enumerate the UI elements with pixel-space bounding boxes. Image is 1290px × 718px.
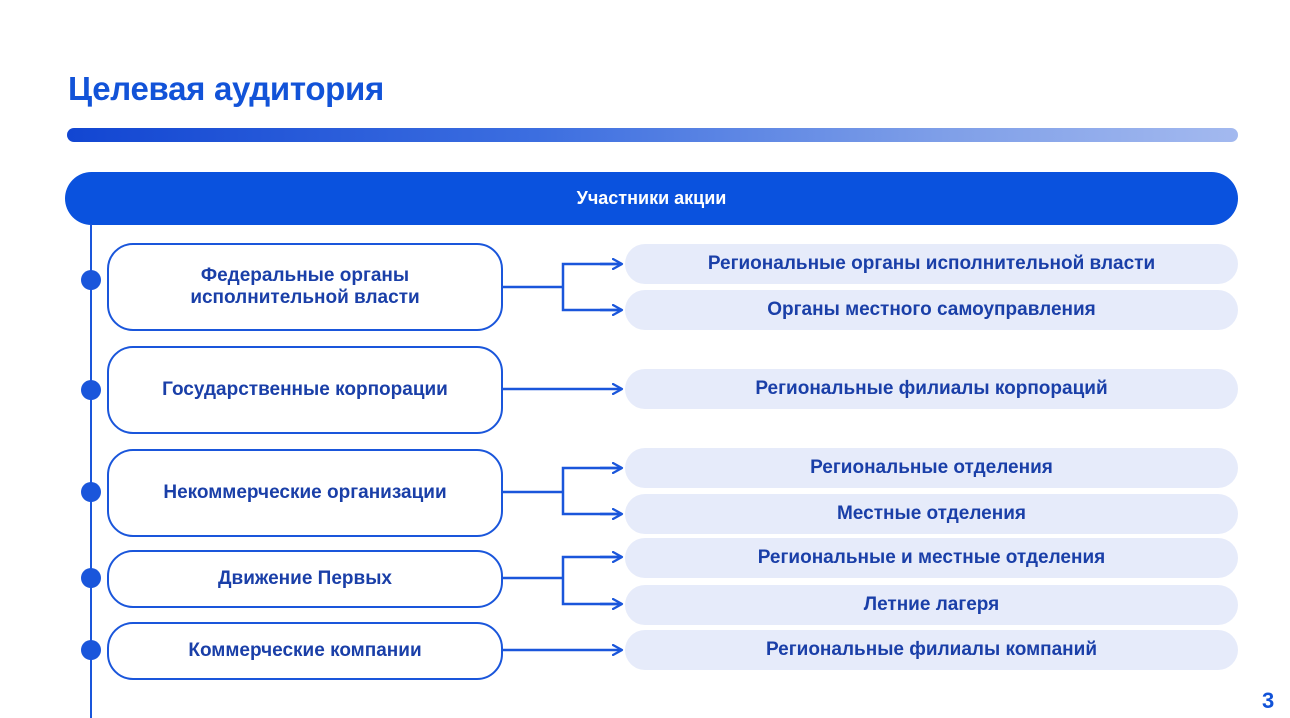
audience-federal-authorities-line2: исполнительной власти [190,287,420,308]
audience-movement-first: Движение Первых [107,550,503,608]
target-corporate-branches: Региональные филиалы корпораций [625,369,1238,409]
target-regional-departments: Региональные отделения [625,448,1238,488]
audience-state-corporations: Государственные корпорации [107,346,503,434]
timeline-dot-2 [81,380,101,400]
target-corporate-branches-label: Региональные филиалы корпораций [755,378,1108,399]
target-company-branches-label: Региональные филиалы компаний [765,639,1098,660]
audience-federal-authorities-line1: Федеральные органы [200,265,410,286]
title-underline-bar [67,128,1238,142]
timeline-line [90,224,92,718]
audience-federal-authorities: Федеральные органы исполнительной власти [107,243,503,331]
participants-header-label: Участники акции [576,188,727,208]
audience-nonprofits: Некоммерческие организации [107,449,503,537]
participants-header: Участники акции [65,172,1238,225]
target-company-branches: Региональные филиалы компаний [625,630,1238,670]
target-regional-local-departments: Региональные и местные отделения [625,538,1238,578]
target-regional-executive: Региональные органы исполнительной власт… [625,244,1238,284]
target-local-government-label: Органы местного самоуправления [767,299,1096,320]
target-summer-camps: Летние лагеря [625,585,1238,625]
target-local-departments-label: Местные отделения [836,503,1026,524]
connector-3 [503,466,622,516]
timeline-dot-5 [81,640,101,660]
timeline-dot-4 [81,568,101,588]
target-local-departments: Местные отделения [625,494,1238,534]
audience-commercial: Коммерческие компании [107,622,503,680]
target-local-government: Органы местного самоуправления [625,290,1238,330]
audience-state-corporations-label: Государственные корпорации [162,379,448,400]
timeline-dot-3 [81,482,101,502]
connector-1 [503,262,622,312]
page-title: Целевая аудитория [68,70,384,107]
target-regional-executive-label: Региональные органы исполнительной власт… [707,253,1156,274]
audience-nonprofits-label: Некоммерческие организации [163,482,447,503]
connector-4 [503,555,622,606]
audience-commercial-label: Коммерческие компании [188,640,422,661]
target-regional-departments-label: Региональные отделения [810,457,1053,478]
audience-movement-first-label: Движение Первых [218,568,392,589]
timeline-dot-1 [81,270,101,290]
target-regional-local-departments-label: Региональные и местные отделения [757,547,1106,568]
target-summer-camps-label: Летние лагеря [863,594,1000,615]
page-number: 3 [1262,688,1275,713]
